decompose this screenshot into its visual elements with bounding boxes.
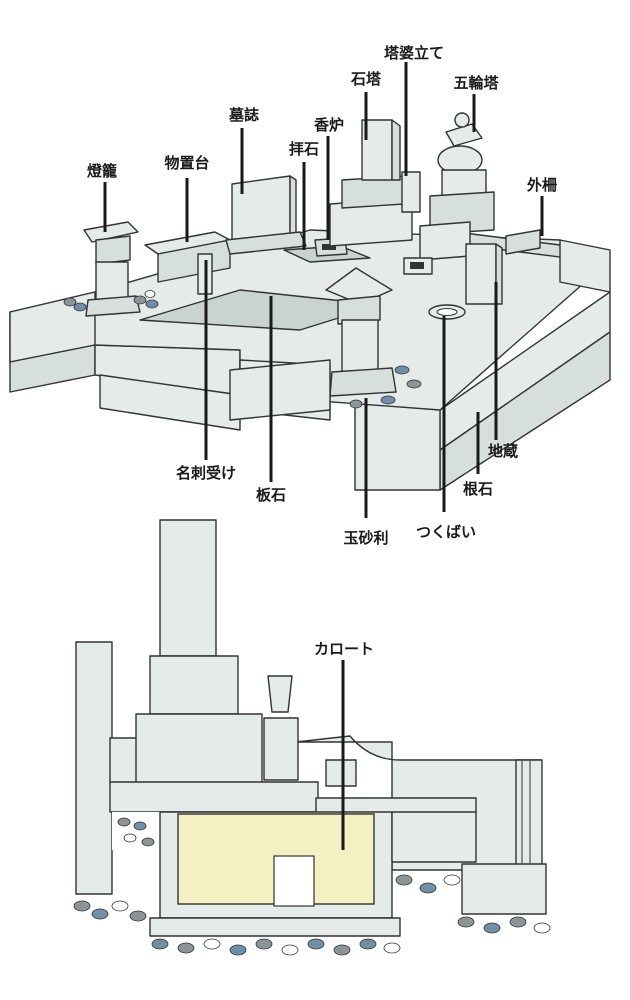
toro-left: [83, 221, 141, 317]
label-toro: 燈籠: [87, 162, 117, 180]
label-monooki: 物置台: [164, 154, 209, 172]
label-jizo: 地蔵: [488, 442, 518, 460]
label-neishi: 根石: [463, 480, 493, 498]
label-kouro: 香炉: [314, 116, 344, 134]
toro-front: [325, 267, 397, 397]
label-tamajari: 玉砂利: [343, 529, 388, 547]
label-itaishi: 板石: [256, 486, 286, 504]
pebbles-bottom: [73, 817, 551, 956]
gorinto: [429, 112, 495, 235]
cross-section-illustration: [75, 519, 547, 937]
label-sotosaku: 外柵: [526, 176, 557, 194]
grave-stone-illustration: [9, 112, 611, 491]
label-tsukubai: つくばい: [416, 523, 476, 541]
label-hai-ishi: 拝石: [289, 140, 319, 158]
label-tobatate: 塔婆立て: [384, 44, 444, 62]
pebbles-left: [63, 290, 159, 312]
label-sekito: 石塔: [350, 70, 382, 88]
label-boshi: 墓誌: [228, 106, 259, 124]
label-karoto: カロート: [314, 640, 374, 658]
label-meishi-uke: 名刺受け: [176, 464, 236, 482]
label-gorinto: 五輪塔: [453, 74, 499, 92]
